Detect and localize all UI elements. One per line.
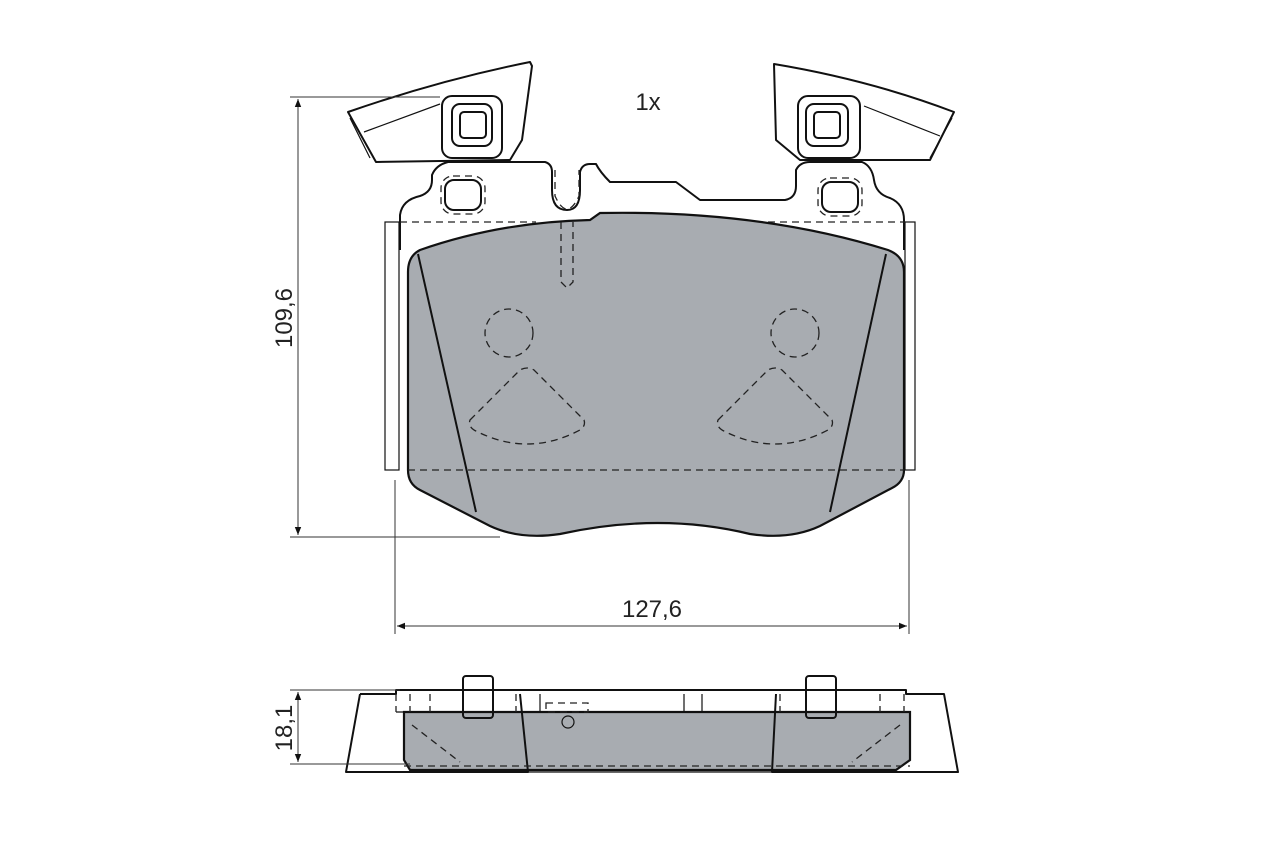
side-view: [345, 675, 959, 773]
backing-plate: [399, 161, 905, 250]
height-dimension: 109,6: [271, 96, 500, 538]
width-value: 127,6: [622, 596, 682, 623]
friction-material: [406, 211, 906, 537]
height-value: 109,6: [271, 288, 298, 348]
quantity-label: 1x: [635, 89, 660, 116]
thickness-dimension: 18,1: [271, 689, 410, 765]
clip-right: [773, 63, 955, 161]
clip-left: [347, 61, 533, 163]
thickness-value: 18,1: [271, 705, 298, 752]
width-dimension: 127,6: [394, 480, 910, 634]
front-view: [347, 61, 955, 537]
